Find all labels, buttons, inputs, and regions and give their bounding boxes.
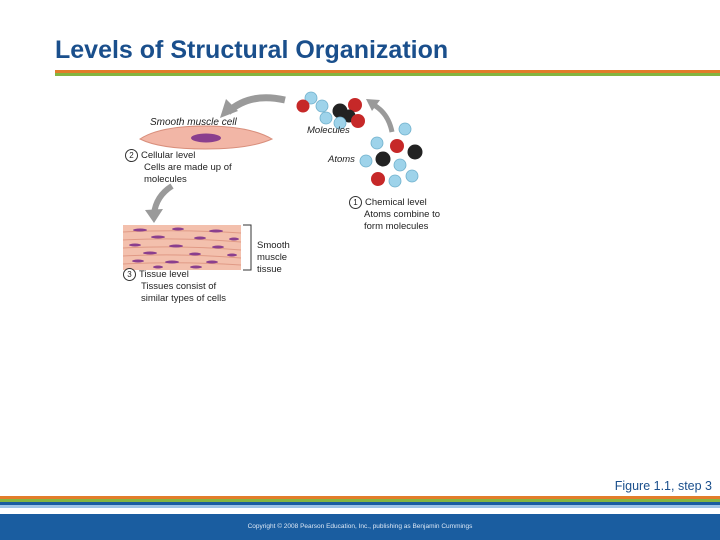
smooth-muscle-cell-label: Smooth muscle cell bbox=[150, 117, 237, 128]
footer-bar: Copyright © 2008 Pearson Education, Inc.… bbox=[0, 514, 720, 540]
figure-caption: Figure 1.1, step 3 bbox=[614, 479, 712, 493]
atoms-label: Atoms bbox=[328, 154, 355, 165]
title-underline bbox=[55, 70, 720, 76]
step-number-badge: 3 bbox=[123, 268, 136, 281]
step-number-badge: 1 bbox=[349, 196, 362, 209]
smooth-muscle-tissue-label: Smooth muscle tissue bbox=[257, 240, 290, 275]
molecules-illustration bbox=[296, 91, 365, 130]
page-title: Levels of Structural Organization bbox=[55, 36, 449, 64]
footer-stripes bbox=[0, 496, 720, 508]
molecules-label: Molecules bbox=[307, 125, 350, 136]
arrow-molecules-to-cell bbox=[220, 94, 286, 118]
copyright-text: Copyright © 2008 Pearson Education, Inc.… bbox=[247, 523, 473, 530]
step-number-badge: 2 bbox=[125, 149, 138, 162]
arrow-atoms-to-molecules bbox=[366, 99, 395, 133]
smooth-muscle-tissue-illustration bbox=[122, 225, 242, 270]
atoms-illustration bbox=[359, 122, 423, 188]
smooth-muscle-cell-illustration bbox=[138, 125, 274, 150]
tissue-bracket bbox=[243, 224, 252, 271]
arrow-cell-to-tissue bbox=[145, 183, 174, 223]
